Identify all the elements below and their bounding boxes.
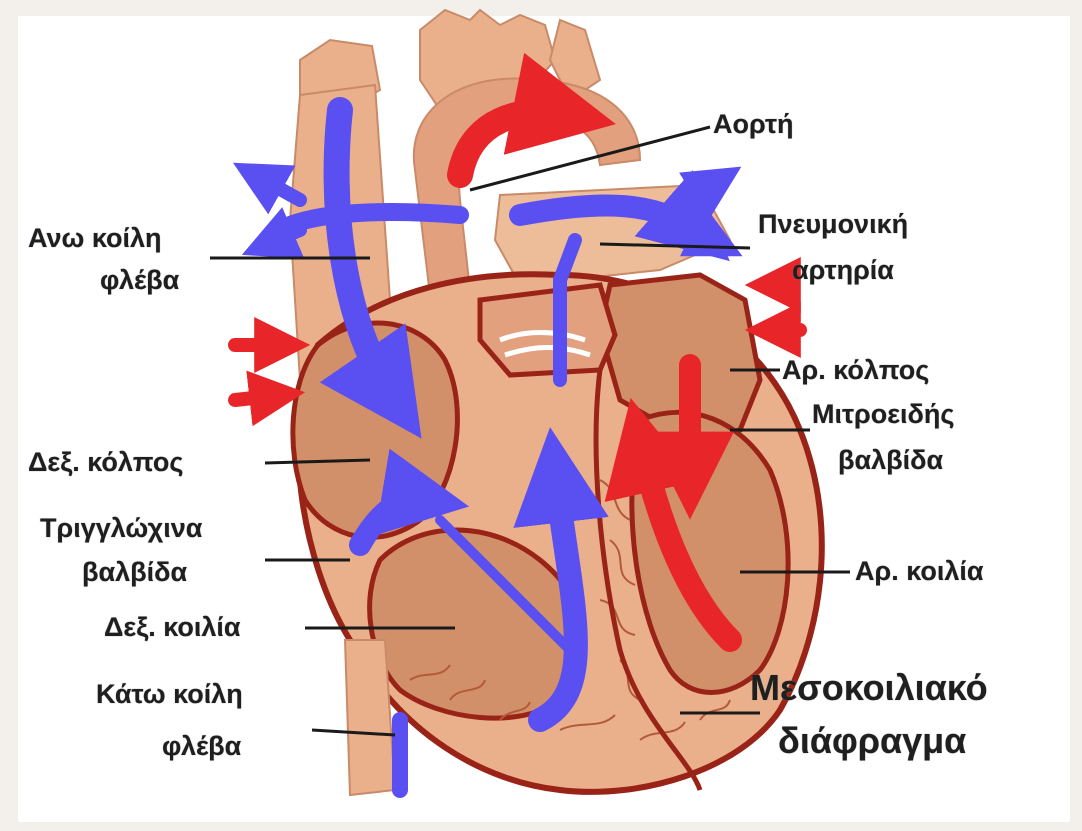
label-left-atrium: Αρ. κόλπος [782, 354, 929, 387]
label-inferior-vena-cava-line1: Κάτω κοίλη [96, 678, 243, 711]
label-superior-vena-cava-line1: Ανω κοίλη [28, 222, 161, 255]
label-aorta: Αορτή [713, 108, 794, 141]
label-pulmonary-artery-line1: Πνευμονική [758, 208, 908, 241]
label-right-atrium: Δεξ. κόλπος [28, 446, 183, 479]
label-superior-vena-cava-line2: φλέβα [100, 264, 179, 297]
label-mitral-valve-line1: Μιτροειδής [812, 398, 954, 431]
label-tricuspid-valve-line1: Τριγγλώχινα [40, 512, 202, 545]
label-mitral-valve-line2: βαλβίδα [838, 444, 943, 477]
label-pulmonary-artery-line2: αρτηρία [792, 254, 894, 287]
inferior-vena-cava [345, 640, 395, 795]
label-inferior-vena-cava-line2: φλέβα [162, 730, 241, 763]
label-septum-line1: Μεσοκοιλιακό [750, 667, 988, 709]
label-right-ventricle: Δεξ. κοιλία [104, 611, 241, 644]
label-left-ventricle: Αρ. κοιλία [855, 555, 983, 588]
label-tricuspid-valve-line2: βαλβίδα [82, 556, 187, 589]
label-septum-line2: διάφραγμα [778, 720, 966, 762]
